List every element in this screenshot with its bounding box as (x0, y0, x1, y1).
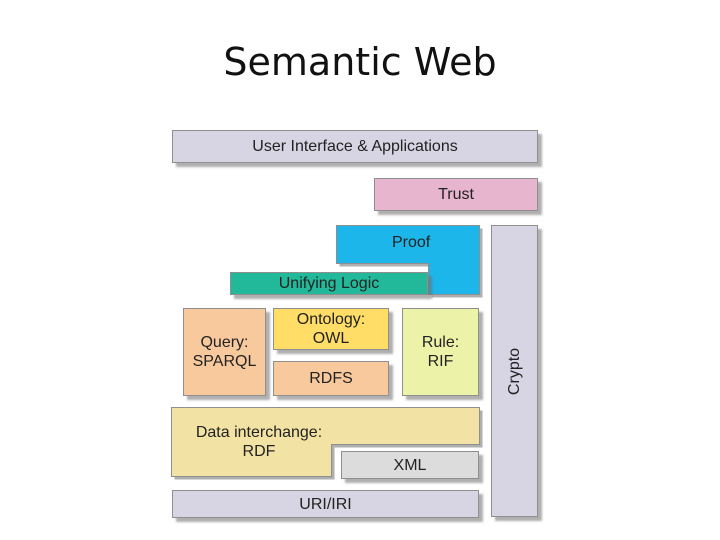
layer-rule-rif: Rule: RIF (402, 308, 479, 396)
layer-user-interface: User Interface & Applications (172, 130, 538, 163)
layer-unifying-logic: Unifying Logic (230, 272, 428, 295)
layer-ontology-owl-label: Ontology: OWL (296, 311, 366, 347)
layer-rdfs-label: RDFS (309, 370, 353, 387)
layer-crypto: Crypto (491, 225, 538, 517)
layer-proof-label: Proof (392, 234, 431, 251)
layer-uri-iri-label: URI/IRI (299, 495, 352, 513)
layer-data-interchange-label: Data interchange: RDF (195, 424, 323, 460)
slide-title: Semantic Web (223, 40, 497, 84)
layer-trust-label: Trust (438, 186, 474, 203)
layer-ontology-owl: Ontology: OWL (273, 308, 389, 350)
layer-xml-label: XML (393, 456, 427, 474)
layer-trust: Trust (374, 178, 538, 211)
layer-xml: XML (341, 451, 479, 479)
layer-query-sparql-label: Query: SPARQL (192, 334, 257, 370)
layer-query-sparql: Query: SPARQL (183, 308, 266, 396)
layer-unifying-logic-label: Unifying Logic (278, 275, 380, 292)
layer-rdfs: RDFS (273, 361, 389, 396)
layer-rule-rif-label: Rule: RIF (421, 334, 460, 370)
layer-crypto-label: Crypto (506, 347, 523, 395)
layer-user-interface-label: User Interface & Applications (252, 138, 458, 155)
layer-data-interchange (171, 407, 483, 480)
layer-proof (336, 225, 483, 298)
layer-uri-iri: URI/IRI (172, 490, 479, 518)
